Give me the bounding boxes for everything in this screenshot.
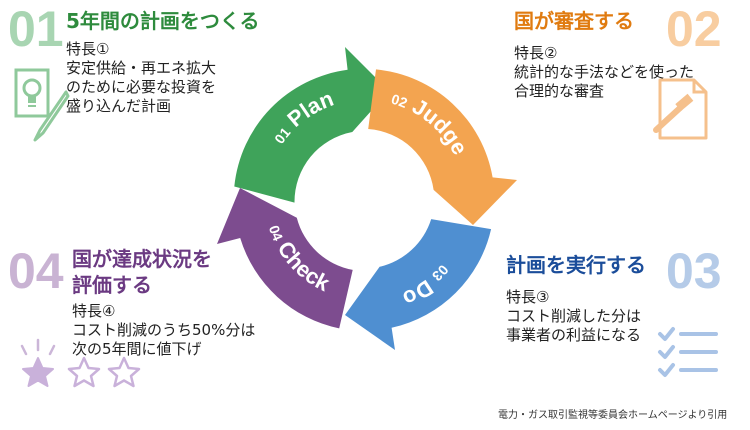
- feature-label: 特長②: [514, 44, 558, 62]
- checklist-icon: [658, 327, 718, 377]
- feature-line: 安定供給・再エネ拡大: [66, 59, 217, 77]
- check-num: 04: [266, 223, 286, 243]
- feature-line: コスト削減のうち50%分は: [72, 321, 256, 339]
- feature-label: 特長③: [506, 288, 550, 306]
- section-04-feature: 特長④ コスト削減のうち50%分は 次の5年間に値下げ: [72, 302, 255, 359]
- section-01-heading: 5年間の計画をつくる: [66, 9, 260, 33]
- feature-line: 合理的な審査: [514, 82, 605, 100]
- do-arrow: [345, 219, 492, 350]
- star-filled-icon: [22, 357, 54, 387]
- judge-num: 02: [389, 91, 410, 111]
- section-03-feature: 特長③ コスト削減した分は 事業者の利益になる: [506, 288, 641, 345]
- judge-arrow: [368, 69, 517, 226]
- section-04-number: 04: [8, 243, 64, 299]
- feature-line: 統計的な手法などを使った: [514, 63, 695, 81]
- heading-line: 国が達成状況を: [72, 247, 212, 271]
- section-01-number: 01: [8, 1, 64, 57]
- section-02-feature: 特長② 統計的な手法などを使った 合理的な審査: [514, 44, 694, 101]
- section-02-heading: 国が審査する: [514, 9, 634, 33]
- feature-line: 盛り込んだ計画: [66, 97, 172, 115]
- feature-label: 特長④: [72, 302, 116, 320]
- feature-line: 事業者の利益になる: [506, 326, 642, 344]
- plan-arrow: [234, 47, 389, 203]
- source-note: 電力・ガス取引監視等委員会ホームページより引用: [498, 410, 728, 421]
- section-04-heading: 国が達成状況を 評価する: [72, 246, 212, 298]
- feature-line: のために必要な投資を: [66, 78, 217, 96]
- stars-rating-icon: [20, 338, 141, 388]
- section-03-heading: 計画を実行する: [506, 253, 646, 277]
- heading-line: 評価する: [72, 273, 152, 297]
- feature-line: 次の5年間に値下げ: [72, 340, 202, 358]
- feature-label: 特長①: [66, 40, 110, 58]
- document-gavel-icon: [653, 78, 708, 140]
- feature-line: コスト削減した分は: [506, 307, 642, 325]
- star-outline-icon: [107, 356, 141, 388]
- section-02-number: 02: [666, 1, 722, 57]
- check-arrow: [217, 188, 353, 329]
- section-01-feature: 特長① 安定供給・再エネ拡大 のために必要な投資を 盛り込んだ計画: [66, 40, 216, 116]
- star-outline-icon: [67, 356, 101, 388]
- section-03-number: 03: [666, 243, 722, 299]
- lightbulb-pencil-icon: [14, 68, 70, 142]
